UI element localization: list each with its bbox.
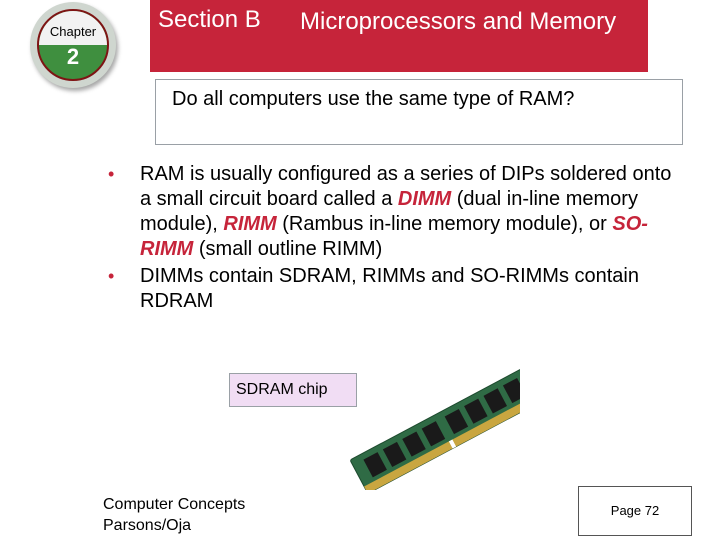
term-dimm: DIMM — [397, 188, 452, 210]
chapter-badge: Chapter 2 — [30, 2, 116, 88]
footer-line-1: Computer Concepts — [103, 496, 246, 513]
figure-label: SDRAM chip — [229, 373, 357, 407]
page-number: Page 72 — [578, 486, 692, 536]
chapter-badge-circle — [37, 9, 109, 81]
section-title: Microprocessors and Memory — [300, 8, 617, 35]
section-label: Section B — [158, 6, 261, 33]
bullet-text: (dual in-line memory module), — [140, 188, 638, 235]
bullet-marker: • — [108, 164, 115, 184]
ram-module-image — [340, 340, 520, 490]
bullet-text: (Rambus in-line memory module), or — [276, 213, 613, 235]
bullet-list: • RAM is usually configured as a series … — [108, 162, 688, 316]
bullet-text: (small outline RIMM) — [193, 238, 383, 260]
bullet-text: DIMMs contain SDRAM, RIMMs and SO-RIMMs … — [140, 265, 639, 312]
bullet-text: RAM is usually configured as a series of… — [140, 163, 672, 210]
term-rimm: RIMM — [223, 213, 277, 235]
footer-line-2: Parsons/Oja — [103, 517, 192, 534]
footer-credit: Computer Concepts Parsons/Oja — [103, 494, 245, 536]
term-so-rimm: SO-RIMM — [140, 213, 648, 260]
question-box: Do all computers use the same type of RA… — [155, 79, 683, 145]
bullet-item: • DIMMs contain SDRAM, RIMMs and SO-RIMM… — [108, 264, 688, 314]
question-text: Do all computers use the same type of RA… — [172, 88, 575, 110]
chapter-number: 2 — [66, 44, 80, 69]
bullet-marker: • — [108, 266, 115, 286]
header-bar: Section B Microprocessors and Memory — [150, 0, 648, 72]
bullet-item: • RAM is usually configured as a series … — [108, 162, 688, 262]
chapter-word: Chapter — [49, 24, 97, 39]
